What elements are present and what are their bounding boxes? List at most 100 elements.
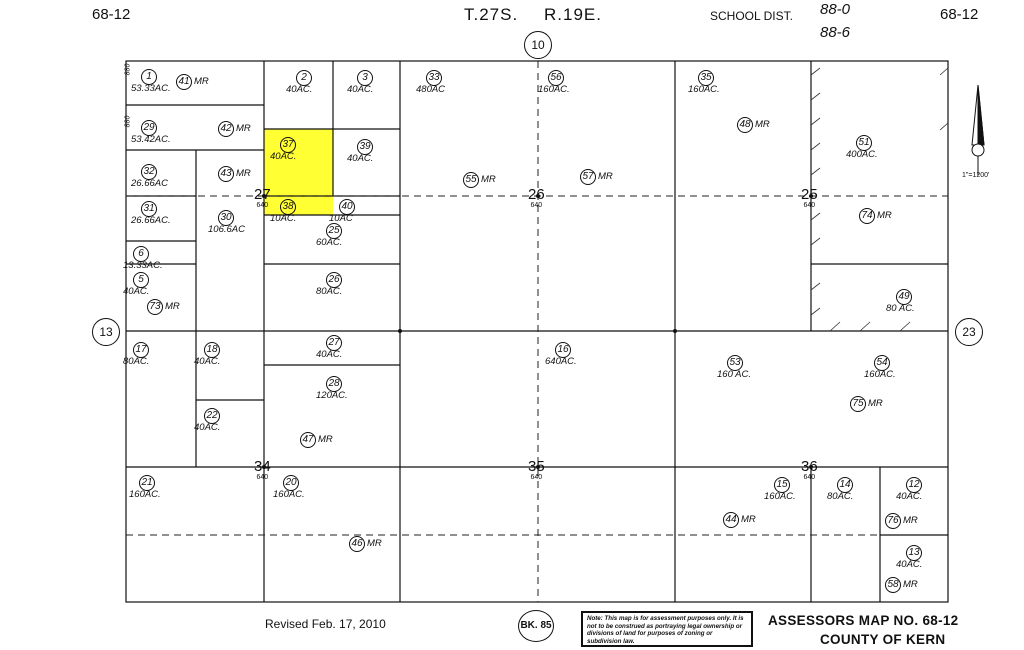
school-district-bottom: 88-6 [820,24,851,41]
disclaimer-note: Note: This map is for assessment purpose… [581,611,753,647]
parcel-acreage: 80AC. [827,491,854,502]
parcel-number: 22 [204,408,220,424]
parcel-number: 33 [426,70,442,86]
parcel-number: 54 [874,355,890,371]
parcel-number: 27 [326,335,342,351]
parcel-acreage: MR [741,514,756,525]
parcel-acreage: 106.6AC [208,224,245,235]
parcel-acreage: MR [903,515,918,526]
parcel-number: 14 [837,477,853,493]
parcel-number: 37 [280,137,296,153]
parcel-number: 57 [580,169,596,185]
parcel-number: 12 [906,477,922,493]
parcel-number: 15 [774,477,790,493]
parcel-acreage: 40AC. [347,84,374,95]
parcel-acreage: MR [868,398,883,409]
county-label: COUNTY OF KERN [820,632,946,647]
parcel-number: 6 [133,246,149,262]
parcel-number: 16 [555,342,571,358]
parcel-acreage: MR [877,210,892,221]
parcel-number: 35 [698,70,714,86]
adjacent-map-right: 23 [955,318,983,346]
parcel-number: 44 [723,512,739,528]
parcel-acreage: 80AC. [316,286,343,297]
parcel-number: 21 [139,475,155,491]
parcel-acreage: 60AC. [316,237,343,248]
revision-date: Revised Feb. 17, 2010 [265,617,386,631]
parcel-acreage: 26.66AC. [131,215,171,226]
parcel-acreage: 120AC. [316,390,348,401]
assessors-map-label: ASSESSORS MAP NO. 68-12 [768,613,959,628]
parcel-number: 74 [859,208,875,224]
parcel-acreage: 160AC. [764,491,796,502]
parcel-number: 73 [147,299,163,315]
parcel-number: 38 [280,199,296,215]
parcel-number: 18 [204,342,220,358]
parcel-number: 43 [218,166,234,182]
side-label: 880 [124,63,132,76]
parcel-acreage: 10AC [329,213,353,224]
map-number: 68-12 [922,613,959,628]
parcel-number: 29 [141,120,157,136]
parcel-number: 41 [176,74,192,90]
parcel-acreage: 80AC. [123,356,150,367]
parcel-acreage: 10AC. [270,213,297,224]
parcel-acreage: 160AC. [129,489,161,500]
parcel-acreage: MR [598,171,613,182]
side-label: 880 [124,115,132,128]
parcel-number: 56 [548,70,564,86]
parcel-acreage: 160AC. [538,84,570,95]
parcel-number: 28 [326,376,342,392]
parcel-acreage: 40AC. [896,559,923,570]
parcel-number: 75 [850,396,866,412]
parcel-number: 76 [885,513,901,529]
parcel-acreage: 40AC. [347,153,374,164]
parcel-number: 55 [463,172,479,188]
parcel-acreage: MR [481,174,496,185]
parcel-number: 20 [283,475,299,491]
parcel-number: 5 [133,272,149,288]
school-district-label: SCHOOL DIST. [710,9,793,23]
parcel-number: 3 [357,70,373,86]
parcel-acreage: 400AC. [846,149,878,160]
parcel-number: 51 [856,135,872,151]
parcel-acreage: 40AC. [194,356,221,367]
parcel-number: 49 [896,289,912,305]
parcel-number: 53 [727,355,743,371]
parcel-acreage: 53.33AC. [131,83,171,94]
parcel-acreage: 53.42AC. [131,134,171,145]
parcel-number: 48 [737,117,753,133]
parcel-acreage: 13.33AC. [123,260,163,271]
adjacent-map-top: 10 [524,31,552,59]
parcel-number: 25 [326,223,342,239]
parcel-acreage: MR [318,434,333,445]
parcel-acreage: MR [236,123,251,134]
scale-label: 1"=1200' [962,172,990,179]
parcel-acreage: 40AC. [194,422,221,433]
school-district-top: 88-0 [820,1,851,18]
north-arrow-icon [971,84,985,175]
parcel-acreage: MR [367,538,382,549]
page-number-right: 68-12 [940,6,979,23]
parcel-acreage: 40AC. [270,151,297,162]
parcel-number: 31 [141,201,157,217]
parcel-acreage: 160AC. [864,369,896,380]
parcel-acreage: MR [755,119,770,130]
parcel-acreage: 640AC. [545,356,577,367]
parcel-number: 46 [349,536,365,552]
parcel-number: 13 [906,545,922,561]
parcel-number: 32 [141,164,157,180]
adjacent-map-left: 13 [92,318,120,346]
parcel-acreage: 160AC. [688,84,720,95]
parcel-acreage: 40AC. [123,286,150,297]
parcel-acreage: 160 AC. [717,369,751,380]
parcel-acreage: MR [165,301,180,312]
township-label: T.27S. [464,5,519,24]
parcel-number: 1 [141,69,157,85]
